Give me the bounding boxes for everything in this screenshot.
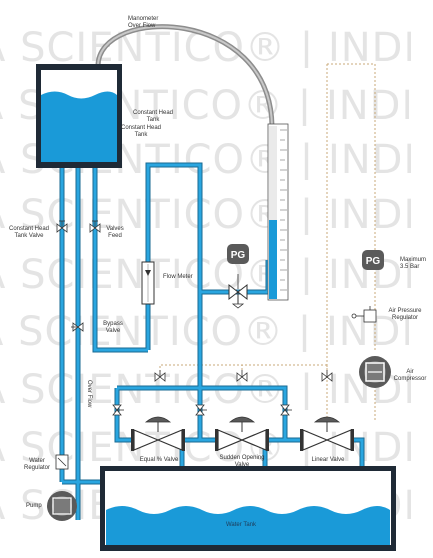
label-line: Feed	[108, 233, 122, 239]
pg-label: PG	[366, 256, 381, 267]
air-compressor	[359, 356, 391, 388]
label-line: Regulator	[391, 315, 418, 321]
constant-head-tank-label-a: Constant Head Tank	[130, 110, 176, 124]
label-line: Valves	[106, 226, 124, 232]
flow-meter-label: Flow Meter	[163, 274, 193, 280]
air-valve-1	[154, 370, 166, 382]
maximum-label: Maximum 3.5 Bar	[400, 257, 426, 271]
air-compressor-label: Air Compressor	[390, 369, 430, 383]
constant-head-tank-valve-label: Constant Head Tank Valve	[6, 226, 52, 240]
linear-valve-label: Linear Valve	[311, 457, 345, 463]
label-line: Air	[406, 369, 414, 375]
hand-valve-manifold-1	[112, 404, 124, 416]
air-valve-3	[321, 370, 333, 382]
water-tank-label: Water Tank	[225, 522, 256, 528]
label-line: Compressor	[393, 376, 427, 382]
label-line: Maximum	[400, 257, 427, 263]
bypass-valve-label: Bypass Valve	[98, 321, 128, 335]
label-line: 3.5 Bar	[400, 264, 420, 270]
pg-label: PG	[231, 250, 246, 261]
label-line: Valve	[234, 462, 250, 468]
pressure-gauge-main: PG	[227, 244, 249, 264]
water-regulator	[55, 454, 69, 470]
water-regulator-label: Water Regulator	[20, 458, 54, 472]
manometer-label-line: Manometer	[128, 16, 159, 22]
pump	[47, 491, 77, 521]
air-pressure-regulator	[351, 306, 377, 323]
label-line: Constant Head	[120, 125, 162, 131]
hand-valve-manifold-3	[280, 404, 292, 416]
label-line: Constant Head	[132, 110, 174, 116]
air-line	[159, 63, 376, 420]
equal-percent-valve	[131, 416, 185, 451]
sudden-opening-valve	[215, 416, 269, 451]
label-line: Tank Valve	[14, 233, 44, 239]
label-line: Bypass	[103, 321, 123, 327]
air-valve-2	[236, 370, 248, 382]
over-flow-label: Over Flow	[86, 380, 92, 408]
sudden-opening-valve-label: Sudden Opening Valve	[214, 455, 270, 469]
hand-valve-feed	[89, 220, 101, 233]
hand-valve-constant-head	[56, 220, 68, 233]
manometer-scale	[267, 123, 289, 301]
flow-meter	[141, 261, 155, 305]
label-line: Regulator	[23, 465, 50, 471]
label-line: Constant Head	[8, 226, 50, 232]
manometer-label: Manometer Over Flow	[128, 16, 158, 30]
hand-valve-manifold-2	[195, 404, 207, 416]
control-valve-main	[228, 274, 248, 309]
label-line: Air Pressure	[388, 308, 422, 314]
label-line: Tank	[146, 117, 160, 123]
constant-head-tank-label-b: Constant Head Tank	[118, 125, 164, 139]
constant-head-tank	[36, 64, 122, 168]
pressure-gauge-air: PG	[362, 250, 384, 270]
manometer-label-line: Over Flow	[128, 23, 156, 29]
label-line: Tank	[134, 132, 148, 138]
valves-feed-label: Valves Feed	[100, 226, 130, 240]
manometer-hose	[95, 24, 275, 127]
hand-valve-bypass	[71, 322, 84, 332]
equal-percent-valve-label: Equal % Valve	[139, 457, 179, 463]
label-line: Valve	[105, 328, 121, 334]
label-line: Water	[29, 458, 45, 464]
label-line: Sudden Opening	[219, 455, 265, 461]
water-tank	[100, 466, 396, 551]
linear-valve	[300, 416, 354, 451]
pump-label: Pump	[26, 503, 42, 509]
air-pressure-regulator-label: Air Pressure Regulator	[380, 308, 430, 322]
